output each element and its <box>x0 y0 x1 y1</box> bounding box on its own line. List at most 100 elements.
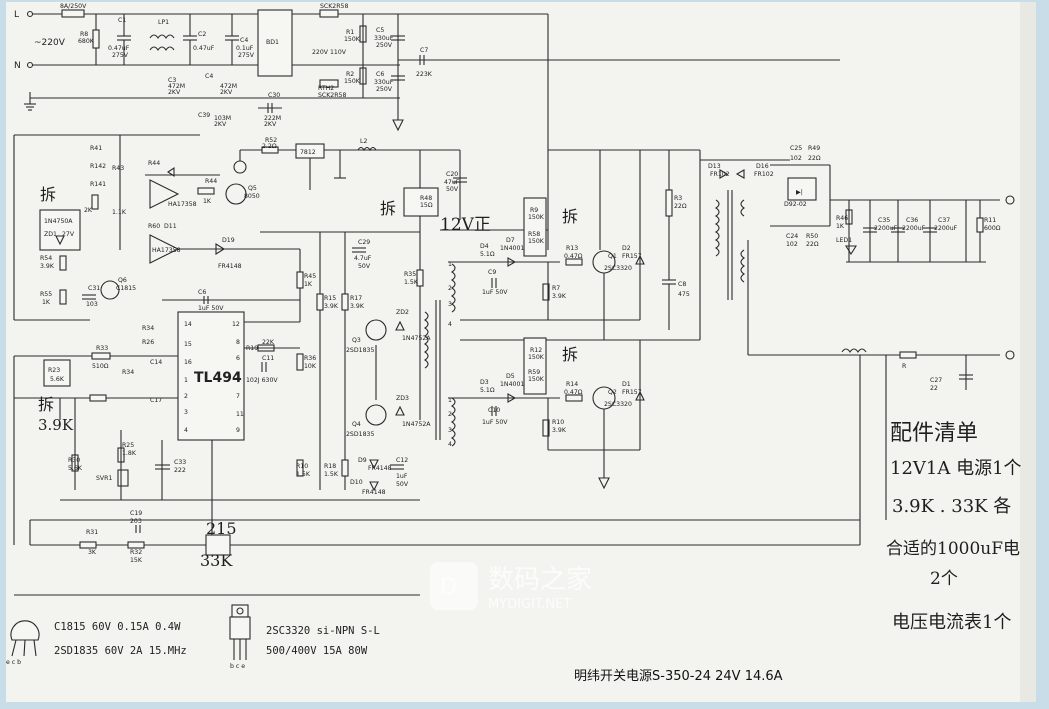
svg-text:C39: C39 <box>198 112 210 119</box>
svg-text:C2: C2 <box>198 31 206 38</box>
svg-text:D3: D3 <box>480 379 489 386</box>
svg-text:FR157: FR157 <box>622 253 642 260</box>
watermark-logo-icon <box>430 562 478 610</box>
svg-text:HA17358: HA17358 <box>168 201 197 208</box>
svg-text:1K: 1K <box>304 281 313 288</box>
watermark: D 数码之家 MYDIGIT.NET <box>430 562 592 612</box>
schematic-title: 明纬开关电源S-350-24 24V 14.6A <box>574 669 783 684</box>
svg-text:C29: C29 <box>358 239 370 246</box>
svg-text:102: 102 <box>786 241 798 248</box>
svg-text:D: D <box>440 575 457 600</box>
svg-text:4.7uF: 4.7uF <box>354 255 372 262</box>
svg-text:10K: 10K <box>304 363 317 370</box>
svg-text:472M: 472M <box>220 83 237 90</box>
svg-text:R41: R41 <box>90 145 102 152</box>
svg-text:BD1: BD1 <box>266 39 279 46</box>
svg-text:150K: 150K <box>528 376 545 383</box>
diode-d92 <box>787 177 817 201</box>
svg-text:472M: 472M <box>168 83 185 90</box>
svg-text:R14: R14 <box>566 381 578 388</box>
svg-text:Q5: Q5 <box>248 185 257 192</box>
svg-text:475: 475 <box>678 291 690 298</box>
svg-text:110V: 110V <box>330 49 347 56</box>
svg-text:R1: R1 <box>346 29 354 36</box>
svg-text:2KV: 2KV <box>168 89 181 96</box>
mark-remove-3: 拆 <box>562 207 578 226</box>
mark-12v-positive: 12V正 <box>440 215 491 235</box>
svg-text:R50: R50 <box>806 233 818 240</box>
svg-text:R13: R13 <box>566 245 578 252</box>
svg-text:3.9K: 3.9K <box>552 293 567 300</box>
svg-text:C14: C14 <box>150 359 162 366</box>
svg-text:Q4: Q4 <box>352 421 361 428</box>
svg-text:103M: 103M <box>214 115 231 122</box>
to220-package-icon <box>231 604 249 618</box>
svg-text:1.1K: 1.1K <box>112 209 127 216</box>
svg-text:e c b: e c b <box>6 659 21 666</box>
svg-text:2: 2 <box>448 411 452 418</box>
ic-tl494 <box>177 311 245 441</box>
svg-text:C30: C30 <box>268 92 280 99</box>
svg-text:ZD2: ZD2 <box>396 309 409 316</box>
svg-text:D19: D19 <box>222 237 235 244</box>
svg-text:1uF 50V: 1uF 50V <box>482 289 508 296</box>
svg-text:R142: R142 <box>90 163 106 170</box>
svg-text:1N4752A: 1N4752A <box>402 421 431 428</box>
svg-text:7: 7 <box>236 393 240 400</box>
inductor-lp1 <box>149 34 175 39</box>
svg-text:22Ω: 22Ω <box>674 203 687 210</box>
svg-text:1N4750A: 1N4750A <box>44 218 73 225</box>
svg-text:4: 4 <box>448 321 452 328</box>
spec-2sc3320-ratings: 500/400V 15A 80W <box>266 645 368 657</box>
svg-text:Q3: Q3 <box>352 337 361 344</box>
svg-text:R26: R26 <box>142 339 154 346</box>
svg-text:1uF 50V: 1uF 50V <box>482 419 508 426</box>
legend: e c b C1815 60V 0.15A 0.4W 2SD1835 60V 2… <box>6 594 420 670</box>
svg-text:150K: 150K <box>344 36 361 43</box>
svg-text:3.9K: 3.9K <box>40 263 55 270</box>
svg-text:2.2Ω: 2.2Ω <box>262 143 277 150</box>
svg-text:2SC3320: 2SC3320 <box>604 401 632 408</box>
svg-text:C20: C20 <box>446 171 458 178</box>
svg-text:15: 15 <box>184 341 192 348</box>
svg-text:1N4001: 1N4001 <box>500 245 524 252</box>
svg-text:R12: R12 <box>530 347 542 354</box>
svg-text:R44: R44 <box>205 178 217 185</box>
svg-text:C5: C5 <box>376 27 384 34</box>
svg-text:R33: R33 <box>96 345 108 352</box>
svg-text:222: 222 <box>174 467 186 474</box>
mark-33k: 33K <box>200 551 233 570</box>
driver-transformer <box>424 311 429 369</box>
svg-text:R46: R46 <box>836 215 848 222</box>
svg-text:330uF: 330uF <box>374 35 394 42</box>
note-parts-list: 配件清单 <box>890 421 978 446</box>
svg-text:8050: 8050 <box>244 193 260 200</box>
fuse <box>61 9 85 18</box>
svg-text:C7: C7 <box>420 47 428 54</box>
svg-text:R11: R11 <box>984 217 996 224</box>
svg-text:R2: R2 <box>346 71 354 78</box>
svg-text:22: 22 <box>930 385 938 392</box>
svg-text:1: 1 <box>448 261 452 268</box>
svg-text:2K: 2K <box>84 207 93 214</box>
svg-text:3.9K: 3.9K <box>324 303 339 310</box>
svg-text:4: 4 <box>184 427 188 434</box>
svg-text:1.5K: 1.5K <box>404 279 419 286</box>
svg-text:C1: C1 <box>118 17 126 24</box>
mark-remove-4: 拆 <box>562 345 578 364</box>
svg-text:1.8K: 1.8K <box>122 450 137 457</box>
svg-text:1: 1 <box>448 397 452 404</box>
svg-text:C4: C4 <box>205 73 213 80</box>
svg-text:0.47uF: 0.47uF <box>193 45 215 52</box>
annotations: 拆 拆 拆 拆 拆 12V正 3.9K 215 33K 配件清单 12V1A 电… <box>38 185 1022 633</box>
svg-text:R7: R7 <box>552 285 560 292</box>
svg-text:C19: C19 <box>130 510 142 517</box>
resistor-r23 <box>43 359 71 387</box>
svg-text:C36: C36 <box>906 217 918 224</box>
opamp-u1b <box>149 234 180 264</box>
label-n: N <box>14 61 21 71</box>
svg-text:ZD1: ZD1 <box>44 231 57 238</box>
note-line-5: 电压电流表1个 <box>892 612 1011 633</box>
svg-text:R45: R45 <box>304 273 316 280</box>
